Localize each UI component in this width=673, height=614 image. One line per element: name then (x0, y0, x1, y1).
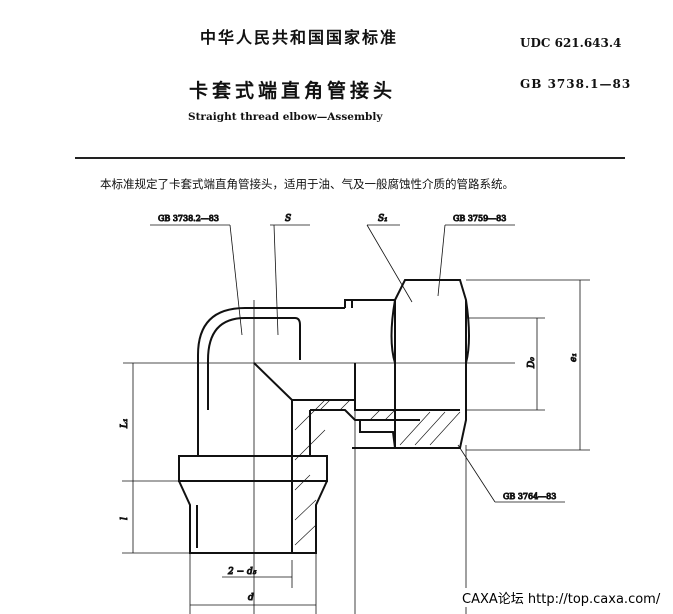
dim-d0: D₀ (527, 357, 537, 369)
callout-leaders (150, 224, 565, 503)
dim-e1: e₁ (569, 353, 579, 362)
dimension-lines (122, 279, 590, 614)
english-title: Straight thread elbow—Assembly (188, 111, 383, 123)
callout-s1: S₁ (378, 214, 388, 224)
callout-nut-ref: GB 3759—83 (453, 214, 506, 223)
standard-organization: 中华人民共和国国家标准 (200, 28, 399, 47)
standard-number: GB 3738.1—83 (520, 77, 632, 91)
dim-l: l (120, 517, 130, 520)
callout-body-ref: GB 3738.2—83 (158, 214, 219, 223)
callout-s: S (285, 214, 291, 224)
watermark: CAXA论坛 http://top.caxa.com/ (460, 588, 663, 607)
callout-ferrule-ref: GB 3764—83 (503, 492, 556, 501)
udc-number: UDC 621.643.4 (520, 36, 622, 50)
dim-d5: 2 − d₅ (227, 567, 257, 577)
section-hatching (294, 399, 461, 546)
dim-d: d (248, 593, 254, 603)
dim-l1: L₁ (120, 418, 130, 429)
page-title: 卡套式端直角管接头 (189, 80, 397, 102)
header-divider (75, 157, 625, 159)
elbow-body (178, 279, 470, 554)
scope-paragraph: 本标准规定了卡套式端直角管接头，适用于油、气及一般腐蚀性介质的管路系统。 (100, 177, 514, 191)
